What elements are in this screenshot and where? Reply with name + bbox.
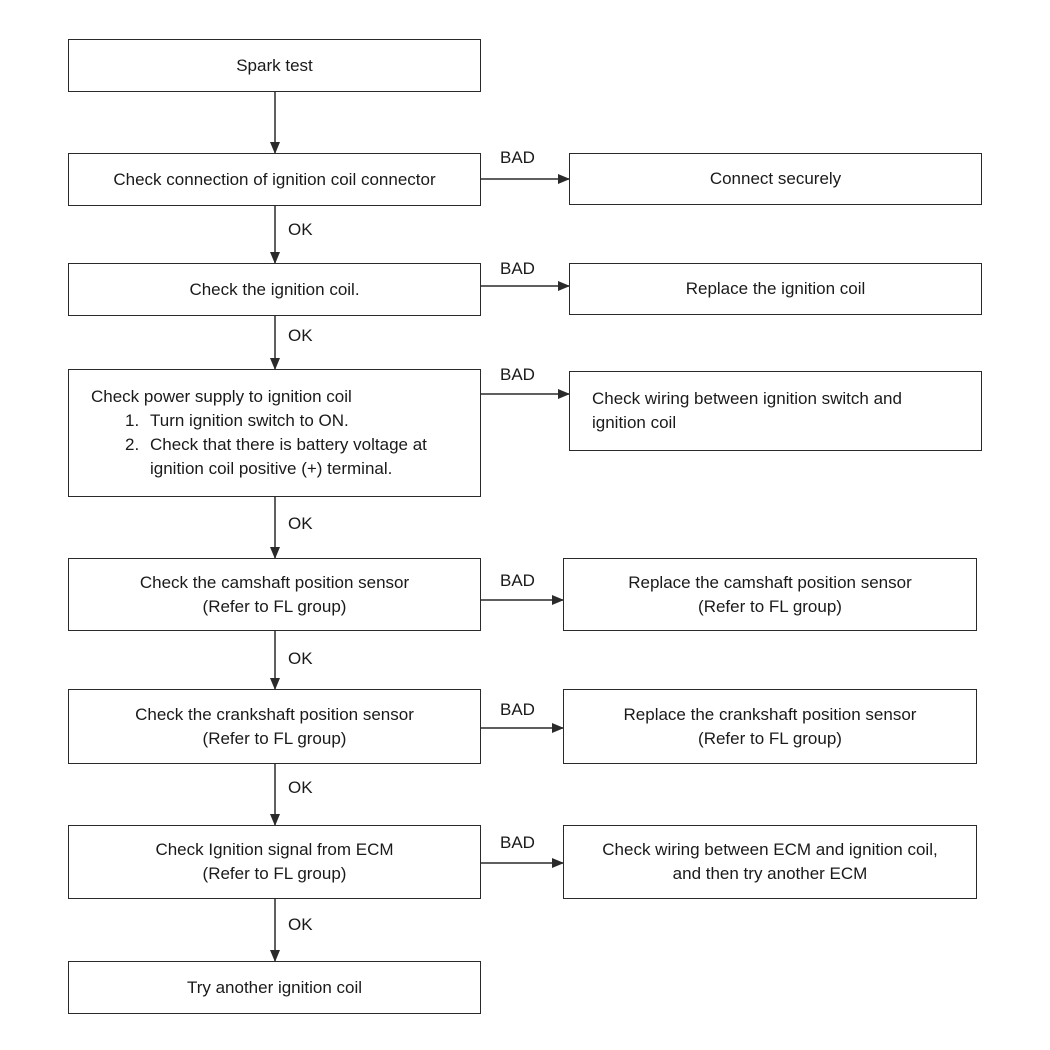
check-title: Check power supply to ignition coil — [91, 387, 352, 406]
check-text: Check Ignition signal from ECM — [155, 840, 394, 859]
action-text: Replace the crankshaft position sensor — [623, 704, 917, 724]
ok-label: OK — [288, 514, 313, 533]
ok-label: OK — [288, 326, 313, 345]
action-text: Replace the camshaft position sensor — [628, 572, 912, 592]
check-text: (Refer to FL group) — [202, 596, 347, 616]
action-text: (Refer to FL group) — [698, 728, 842, 748]
action-box-connect-securely: Connect securely — [569, 153, 982, 205]
item-text: Check that there is battery voltage at — [150, 435, 427, 454]
check-text: Check the ignition coil. — [189, 279, 360, 299]
bad-label: BAD — [500, 833, 535, 852]
action-text: (Refer to FL group) — [698, 596, 842, 616]
end-box-try-another-coil: Try another ignition coil — [68, 961, 481, 1014]
check-text: Check the camshaft position sensor — [139, 572, 410, 592]
check-box-coil-connector: Check connection of ignition coil connec… — [68, 153, 481, 206]
bad-label: BAD — [500, 148, 535, 167]
check-box-ignition-coil: Check the ignition coil. — [68, 263, 481, 316]
check-box-crankshaft-sensor: Check the crankshaft position sensor (Re… — [68, 689, 481, 764]
check-item-1: 1. Turn ignition switch to ON. — [91, 409, 349, 433]
action-box-wiring-switch-coil: Check wiring between ignition switch and… — [569, 371, 982, 451]
action-text: Replace the ignition coil — [685, 279, 866, 298]
bad-label: BAD — [500, 700, 535, 719]
action-box-replace-crankshaft-sensor: Replace the crankshaft position sensor (… — [563, 689, 977, 764]
action-box-wiring-ecm-coil: Check wiring between ECM and ignition co… — [563, 825, 977, 899]
item-text-continued: ignition coil positive (+) terminal. — [150, 459, 393, 478]
bad-label: BAD — [500, 571, 535, 590]
check-text: (Refer to FL group) — [202, 864, 347, 883]
bad-label: BAD — [500, 365, 535, 384]
item-number: 2. — [125, 435, 140, 454]
check-text: (Refer to FL group) — [202, 728, 347, 748]
action-box-replace-ignition-coil: Replace the ignition coil — [569, 263, 982, 315]
check-box-ignition-signal-ecm: Check Ignition signal from ECM (Refer to… — [68, 825, 481, 899]
ok-label: OK — [288, 915, 313, 934]
check-box-power-supply: Check power supply to ignition coil 1. T… — [68, 369, 481, 497]
end-text: Try another ignition coil — [186, 977, 363, 997]
action-text: Connect securely — [709, 169, 842, 188]
action-box-replace-camshaft-sensor: Replace the camshaft position sensor (Re… — [563, 558, 977, 631]
action-text: ignition coil — [592, 413, 677, 432]
ok-label: OK — [288, 220, 313, 239]
check-text: Check connection of ignition coil connec… — [113, 169, 436, 189]
check-text: Check the crankshaft position sensor — [135, 704, 414, 724]
check-item-2: 2. Check that there is battery voltage a… — [91, 433, 427, 457]
bad-label: BAD — [500, 259, 535, 278]
start-box-spark-test: Spark test — [68, 39, 481, 92]
ok-label: OK — [288, 649, 313, 668]
start-text: Spark test — [236, 55, 313, 75]
check-box-camshaft-sensor: Check the camshaft position sensor (Refe… — [68, 558, 481, 631]
action-text: Check wiring between ignition switch and — [592, 389, 902, 408]
action-text: Check wiring between ECM and ignition co… — [602, 840, 938, 859]
action-text: and then try another ECM — [672, 864, 868, 883]
ok-label: OK — [288, 778, 313, 797]
item-number: 1. — [125, 411, 140, 430]
item-text: Turn ignition switch to ON. — [150, 411, 349, 430]
